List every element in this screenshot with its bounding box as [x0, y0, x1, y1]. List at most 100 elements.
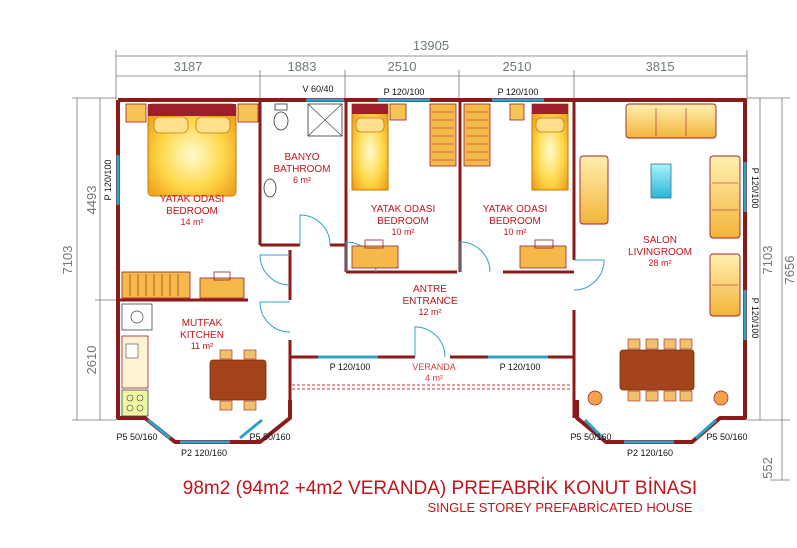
dim-seg-3: 2510: [388, 59, 417, 74]
door-entrance: [414, 326, 446, 358]
label-living-p5-left: P5 50/160: [570, 432, 611, 442]
wardrobe: [121, 271, 191, 299]
window-kitchen-p5-left: [147, 418, 171, 440]
plan-subtitle: SINGLE STOREY PREFABRİCATED HOUSE: [427, 500, 692, 515]
dim-seg-1: 3187: [174, 59, 203, 74]
dim-left-upper: 4493: [84, 186, 99, 215]
top-dimension-lines: [115, 50, 748, 100]
headboard: [148, 104, 236, 116]
window-living-p5-right: [694, 418, 718, 440]
room-bed2-name-en: BEDROOM: [377, 216, 429, 227]
dining-table: [619, 349, 695, 391]
label-living-p5-right: P5 50/160: [706, 432, 747, 442]
dim-bottom-right: 552: [760, 457, 775, 479]
furniture: [121, 103, 741, 417]
nightstand: [125, 103, 147, 123]
dim-left-lower: 2610: [84, 346, 99, 375]
kitchen-sink: [125, 343, 139, 359]
dim-right-inner: 7103: [760, 246, 775, 275]
coffee-table: [650, 163, 672, 199]
room-entrance-area: 12 m²: [418, 307, 441, 317]
sink: [263, 178, 277, 198]
door-bed3: [459, 241, 491, 273]
label-veranda-window-right: P 120/100: [500, 362, 541, 372]
room-living-name: SALON: [643, 235, 677, 246]
dining-chairs: [627, 338, 693, 402]
nightstand: [509, 103, 525, 121]
chair: [364, 239, 384, 249]
single-bed: [351, 103, 389, 191]
left-dimension-lines: [72, 97, 116, 421]
chair: [534, 239, 554, 249]
sofa: [709, 155, 741, 239]
wardrobe: [463, 103, 491, 167]
sofa: [579, 155, 609, 225]
room-bed3-name: YATAK ODASI: [483, 204, 547, 215]
single-bed: [531, 103, 569, 191]
room-bed3-name-en: BEDROOM: [489, 216, 541, 227]
right-dimension-lines: [747, 97, 790, 481]
fridge: [121, 303, 153, 331]
room-master-area: 14 m²: [180, 217, 203, 227]
chair: [213, 271, 231, 281]
label-kitchen-p5-right: P5 50/160: [249, 432, 290, 442]
label-living-window-upper: P 120/100: [750, 168, 760, 209]
label-bed3-window: P 120/100: [498, 87, 539, 97]
label-kitchen-p2: P2 120/160: [181, 448, 227, 458]
room-master-name-en: BEDROOM: [166, 206, 218, 217]
door-swings: [259, 214, 605, 358]
dim-seg-4: 2510: [503, 59, 532, 74]
wardrobe: [429, 103, 457, 167]
room-kitchen-area: 11 m²: [191, 341, 213, 351]
pillow: [195, 116, 231, 134]
room-bed3-area: 10 m²: [503, 227, 526, 237]
pillow: [153, 116, 189, 134]
plant: [713, 390, 729, 406]
door-bath: [299, 214, 331, 246]
label-veranda-window-left: P 120/100: [330, 362, 371, 372]
desk: [519, 245, 567, 269]
room-bath-name: BANYO: [284, 152, 319, 163]
door-master: [259, 254, 291, 286]
toilet: [273, 111, 289, 131]
nightstand: [237, 103, 259, 123]
plan-title: 98m2 (94m2 +4m2 VERANDA) PREFABRİK KONUT…: [183, 478, 697, 499]
nightstand: [389, 103, 407, 121]
room-kitchen-name: MUTFAK: [182, 318, 223, 329]
room-bed2-area: 10 m²: [391, 227, 414, 237]
label-kitchen-p5-left: P5 50/160: [116, 432, 157, 442]
dim-seg-5: 3815: [646, 59, 675, 74]
stove: [121, 389, 149, 417]
window-kitchen-p5-right: [239, 418, 263, 440]
plant: [587, 390, 603, 406]
label-living-window-lower: P 120/100: [750, 298, 760, 339]
label-bath-window: V 60/40: [302, 84, 333, 94]
dim-right-total: 7656: [782, 256, 797, 285]
room-veranda-area: 4 m²: [425, 373, 443, 383]
room-veranda-name: VERANDA: [412, 362, 456, 372]
room-entrance-name-en: ENTRANCE: [402, 296, 457, 307]
label-living-p2: P2 120/160: [627, 448, 673, 458]
dim-left-total: 7103: [60, 246, 75, 275]
room-living-name-en: LIVINGROOM: [628, 247, 692, 258]
room-living-area: 28 m²: [648, 258, 671, 268]
room-bath-name-en: BATHROOM: [273, 164, 330, 175]
room-kitchen-name-en: KITCHEN: [180, 330, 224, 341]
desk: [199, 277, 245, 299]
door-kitchen: [259, 301, 291, 333]
dim-seg-2: 1883: [288, 59, 317, 74]
room-bed2-name: YATAK ODASI: [371, 204, 435, 215]
label-master-window: P 120/100: [103, 160, 113, 201]
veranda-outline: [292, 384, 572, 390]
windows: [116, 98, 747, 444]
sofa: [625, 103, 717, 139]
door-living: [573, 259, 605, 291]
room-bath-area: 6 m²: [293, 175, 311, 185]
room-master-name: YATAK ODASI: [160, 194, 224, 205]
label-bed2-window: P 120/100: [384, 87, 425, 97]
dim-total-width: 13905: [413, 38, 449, 53]
kitchen-table: [209, 359, 267, 401]
desk: [351, 245, 399, 269]
room-entrance-name: ANTRE: [413, 284, 447, 295]
